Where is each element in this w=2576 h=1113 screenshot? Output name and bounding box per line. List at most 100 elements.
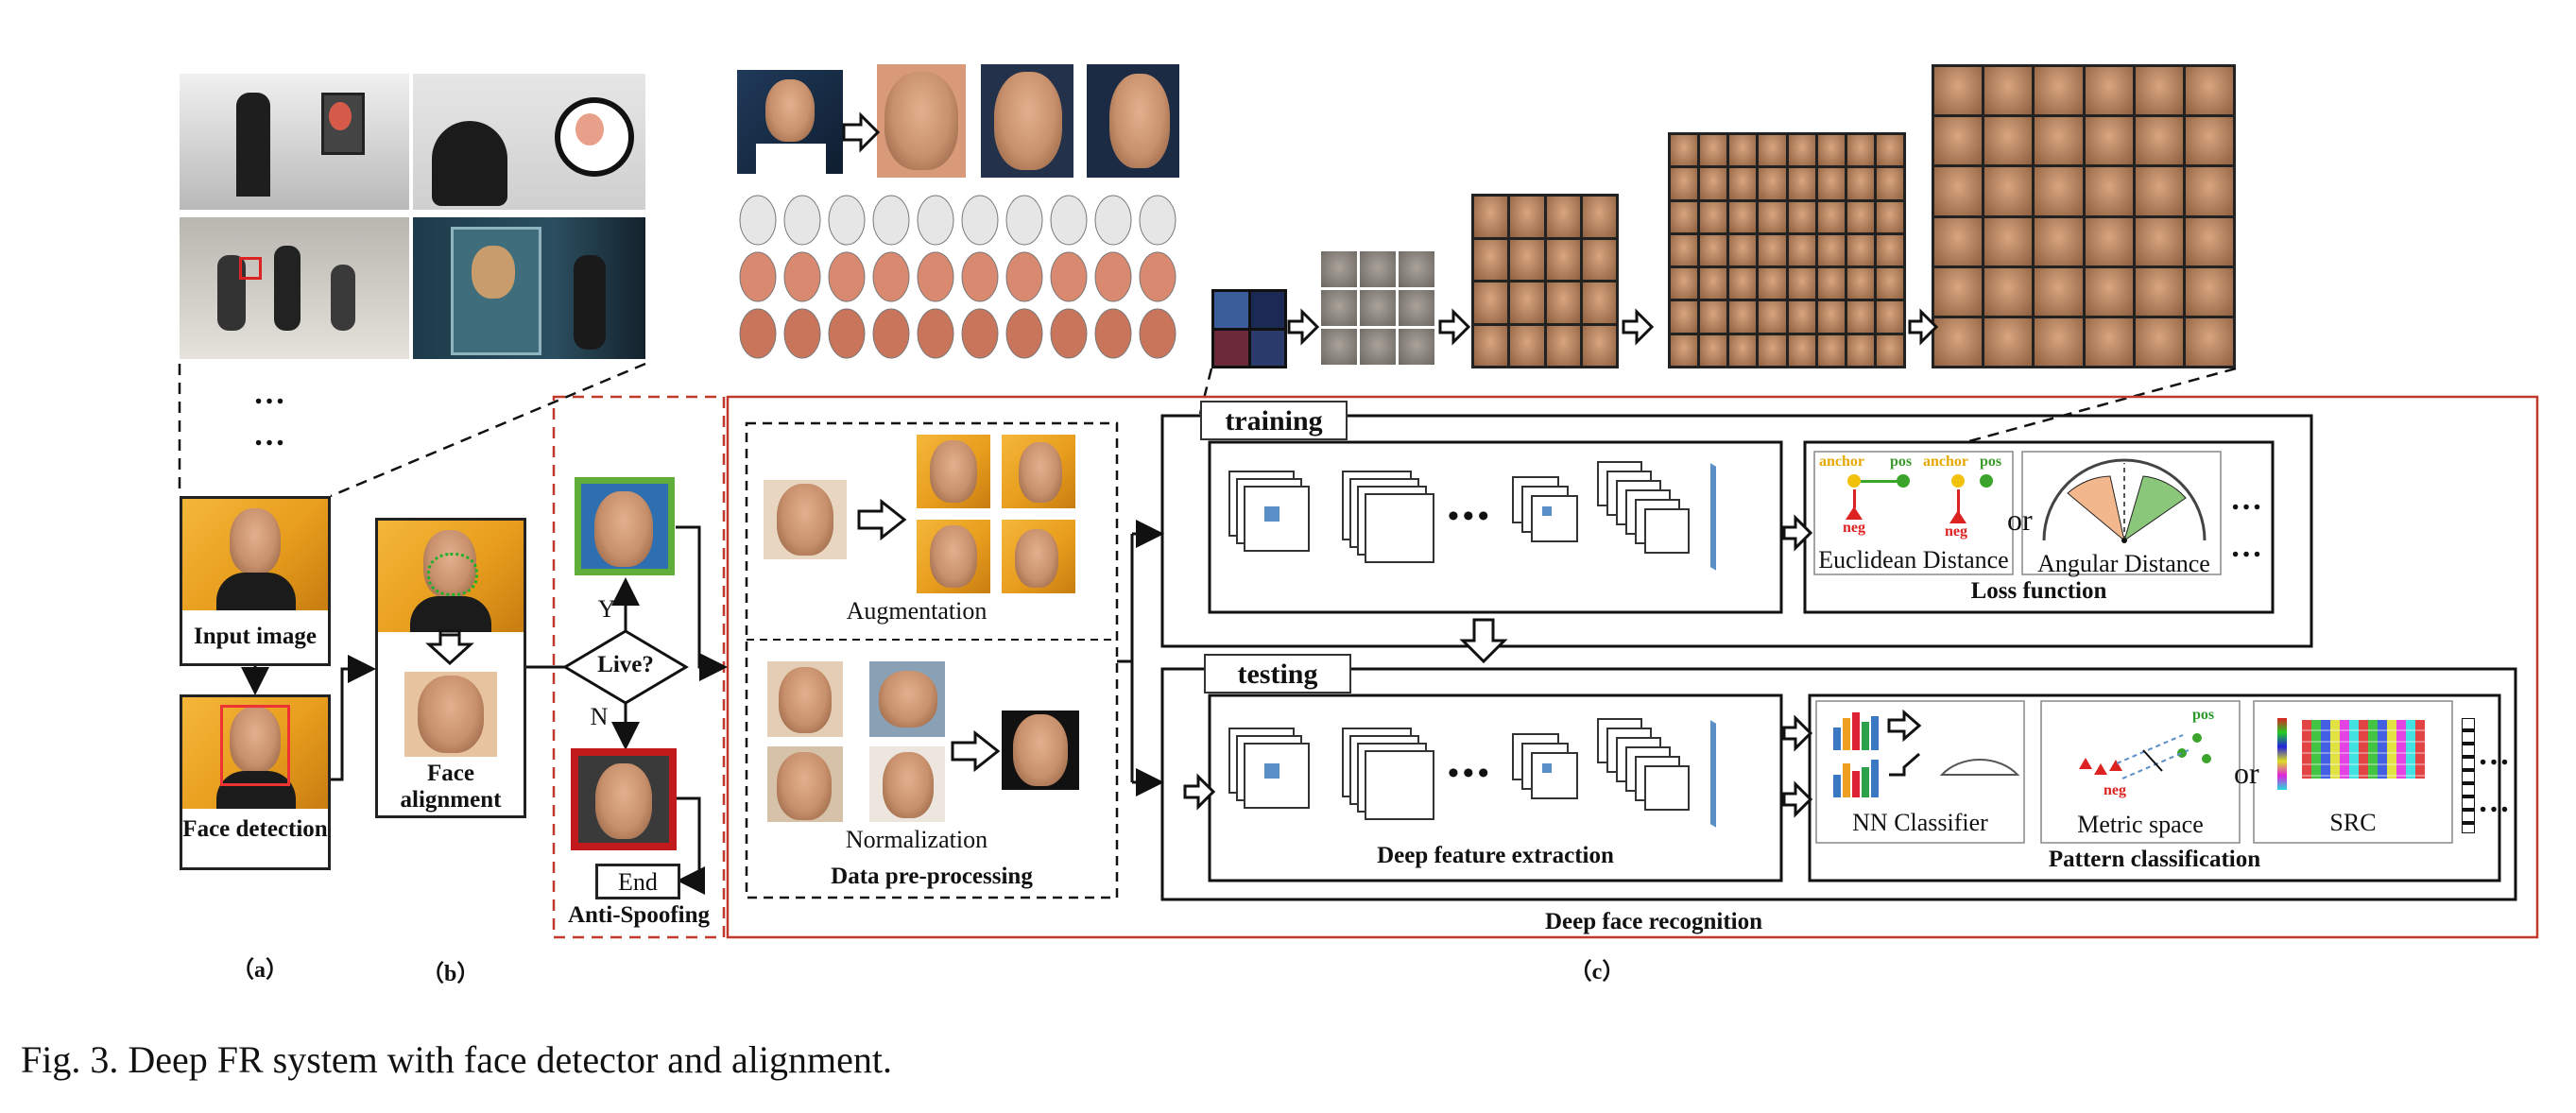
application-photo-payment bbox=[413, 217, 645, 359]
3d-face-model bbox=[917, 308, 954, 359]
neg-label-1: neg bbox=[1843, 520, 1865, 536]
loss-function-title: Loss function bbox=[1970, 578, 2107, 604]
aligned-face-photo bbox=[404, 672, 497, 757]
panel-c-label: （c） bbox=[1569, 960, 1625, 985]
end-label: End bbox=[618, 868, 658, 896]
input-pose-photo bbox=[737, 70, 843, 174]
detected-face-photo bbox=[182, 697, 328, 809]
face-detection-box: Face detection bbox=[180, 694, 331, 870]
angular-diagram bbox=[2042, 458, 2207, 543]
augmented-face-3 bbox=[917, 520, 990, 593]
normalize-face-4 bbox=[869, 746, 945, 822]
3d-face-model bbox=[1139, 251, 1176, 302]
augmented-face-2 bbox=[1002, 435, 1075, 508]
3d-face-model bbox=[1094, 251, 1132, 302]
src-label: SRC bbox=[2329, 809, 2377, 836]
metric-neg-label: neg bbox=[2104, 782, 2126, 798]
3d-models-svg bbox=[739, 195, 1176, 359]
3d-face-model bbox=[1050, 195, 1088, 246]
input-face-photo bbox=[182, 499, 328, 610]
live-face-photo bbox=[575, 477, 675, 575]
anchor-label-2: anchor bbox=[1923, 454, 1968, 470]
original-face-augment bbox=[764, 480, 847, 559]
feature-maps-level-4 bbox=[1668, 132, 1906, 368]
figure-caption: Fig. 3. Deep FR system with face detecto… bbox=[21, 1038, 893, 1081]
3d-face-model bbox=[872, 251, 910, 302]
normalized-face bbox=[1002, 711, 1079, 790]
profile-crop bbox=[1087, 64, 1179, 178]
face-detection-label: Face detection bbox=[182, 816, 328, 842]
application-photo-surveillance bbox=[180, 217, 409, 359]
panel-a-label: （a） bbox=[232, 958, 288, 983]
loss-ellipsis-2: … bbox=[2230, 529, 2266, 564]
3d-face-model bbox=[783, 251, 821, 302]
3d-face-model bbox=[872, 308, 910, 359]
3d-face-model bbox=[828, 308, 866, 359]
input-image-label: Input image bbox=[194, 624, 317, 649]
training-title: training bbox=[1225, 405, 1323, 437]
metric-pos-label: pos bbox=[2192, 707, 2215, 723]
anti-spoofing-title: Anti-Spoofing bbox=[567, 902, 711, 928]
3d-face-model bbox=[1050, 308, 1088, 359]
application-photo-access-control bbox=[180, 74, 409, 210]
testing-title-box: testing bbox=[1204, 654, 1351, 693]
metric-space-graphic: pos neg bbox=[2051, 707, 2230, 801]
anchor-label-1: anchor bbox=[1819, 454, 1864, 470]
3d-face-model bbox=[961, 308, 999, 359]
3d-face-model bbox=[961, 195, 999, 246]
3d-face-model bbox=[1005, 251, 1043, 302]
loss-or-label: or bbox=[2007, 503, 2033, 537]
3d-face-model bbox=[1139, 308, 1176, 359]
half-profile-crop bbox=[981, 64, 1073, 178]
3d-face-model bbox=[1005, 195, 1043, 246]
nn-classifier-label: NN Classifier bbox=[1852, 809, 1988, 836]
3d-face-model bbox=[917, 195, 954, 246]
feature-maps-level-2 bbox=[1318, 248, 1437, 368]
feature-maps-level-1 bbox=[1211, 289, 1287, 368]
3d-face-model bbox=[1005, 308, 1043, 359]
ellipsis-2: … bbox=[253, 418, 289, 453]
3d-face-model bbox=[1094, 308, 1132, 359]
live-decision-label: Live? bbox=[597, 652, 654, 677]
end-box: End bbox=[595, 864, 680, 899]
frontal-face-crop bbox=[877, 64, 966, 178]
testing-cnn-layers: ••• bbox=[1228, 718, 1777, 860]
pattern-ellipsis-1: … bbox=[2478, 737, 2514, 772]
3d-face-model bbox=[828, 195, 866, 246]
no-label: N bbox=[590, 703, 609, 730]
data-preprocessing-title: Data pre-processing bbox=[831, 864, 1033, 889]
3d-face-model bbox=[783, 308, 821, 359]
training-cnn-layers: ••• bbox=[1228, 461, 1777, 603]
3d-face-model bbox=[917, 251, 954, 302]
3d-face-model bbox=[961, 251, 999, 302]
3d-face-model bbox=[1050, 251, 1088, 302]
pattern-ellipsis-2: … bbox=[2478, 784, 2514, 819]
3d-face-model bbox=[828, 251, 866, 302]
angular-distance-label: Angular Distance bbox=[2037, 550, 2210, 577]
input-image-box: Input image bbox=[180, 496, 331, 666]
face-alignment-label: Face alignment bbox=[400, 761, 502, 813]
loss-ellipsis-1: … bbox=[2230, 482, 2266, 517]
face-alignment-box: Face alignment bbox=[375, 518, 526, 818]
3d-face-model bbox=[872, 195, 910, 246]
feature-maps-level-3 bbox=[1471, 194, 1619, 368]
3d-face-models bbox=[737, 194, 1181, 364]
augmented-face-1 bbox=[917, 435, 990, 508]
panel-b-label: （b） bbox=[421, 962, 480, 986]
feature-maps-level-5 bbox=[1932, 64, 2236, 368]
src-column-vector bbox=[2462, 718, 2475, 833]
3d-face-model bbox=[739, 251, 777, 302]
metric-space-label: Metric space bbox=[2077, 811, 2204, 838]
euclidean-diagram: anchor pos neg anchor pos neg bbox=[1819, 454, 2008, 543]
normalize-arrow bbox=[951, 729, 1001, 773]
pattern-or-label: or bbox=[2234, 756, 2259, 790]
3d-face-model bbox=[1094, 195, 1132, 246]
euclidean-distance-label: Euclidean Distance bbox=[1818, 546, 2009, 574]
src-matrix-graphic bbox=[2277, 711, 2429, 796]
normalize-face-2 bbox=[869, 661, 945, 737]
3d-face-model bbox=[1139, 195, 1176, 246]
pos-label-1: pos bbox=[1890, 454, 1913, 470]
normalize-face-3 bbox=[767, 746, 843, 822]
3d-face-model bbox=[739, 308, 777, 359]
